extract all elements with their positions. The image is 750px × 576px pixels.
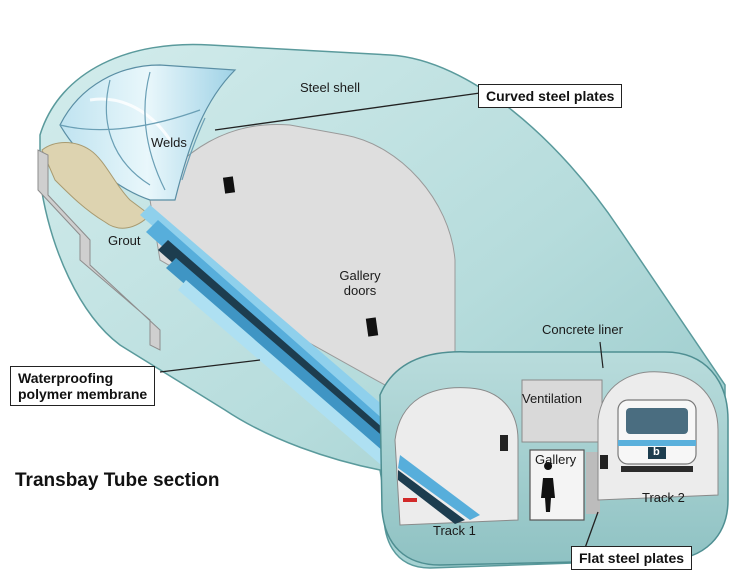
flat-steel-plates-label: Flat steel plates — [571, 546, 693, 570]
leader-concrete-liner — [599, 341, 604, 369]
vent-grille-right — [600, 455, 608, 469]
track-2-label: Track 2 — [642, 490, 685, 505]
leader-waterproofing — [159, 359, 261, 373]
weld-line — [181, 117, 206, 181]
track-stripe-light — [140, 205, 400, 430]
grout-label: Grout — [108, 233, 141, 248]
gallery-doors-label: Gallery doors — [332, 268, 388, 298]
curved-steel-plates-label: Curved steel plates — [478, 84, 623, 108]
gallery-doors-line2: doors — [343, 283, 377, 298]
train-stripe — [618, 440, 696, 446]
train-logo-box — [648, 447, 666, 459]
leader-flat-plates — [584, 511, 599, 549]
leader-curved-plates — [214, 92, 481, 131]
bore-track-1 — [394, 387, 519, 526]
waterproofing-label: Waterproofing polymer membrane — [10, 366, 156, 406]
train-logo-text: b — [653, 446, 660, 458]
ventilation-label: Ventilation — [522, 391, 582, 406]
waterproofing-line1: Waterproofing — [18, 370, 114, 386]
gallery-label: Gallery — [535, 452, 577, 467]
waterproofing-line2: polymer membrane — [18, 386, 148, 402]
gallery-doors-line1: Gallery — [339, 268, 381, 283]
gallery-door-2 — [365, 317, 379, 337]
vent-grille-left — [500, 435, 508, 451]
steel-shell-label: Steel shell — [300, 80, 360, 95]
concrete-liner-label: Concrete liner — [542, 322, 623, 337]
ventilation-duct — [521, 379, 603, 443]
gallery-passage — [529, 449, 585, 521]
gallery-door-1 — [222, 176, 236, 194]
track-stripe-dark — [158, 240, 440, 486]
track-1-label: Track 1 — [433, 523, 476, 538]
welds-label: Welds — [151, 135, 187, 150]
track-1-marker — [403, 498, 417, 502]
gallery-person — [541, 462, 555, 512]
train-windshield — [626, 408, 688, 434]
diagram-title: Transbay Tube section — [15, 470, 220, 491]
